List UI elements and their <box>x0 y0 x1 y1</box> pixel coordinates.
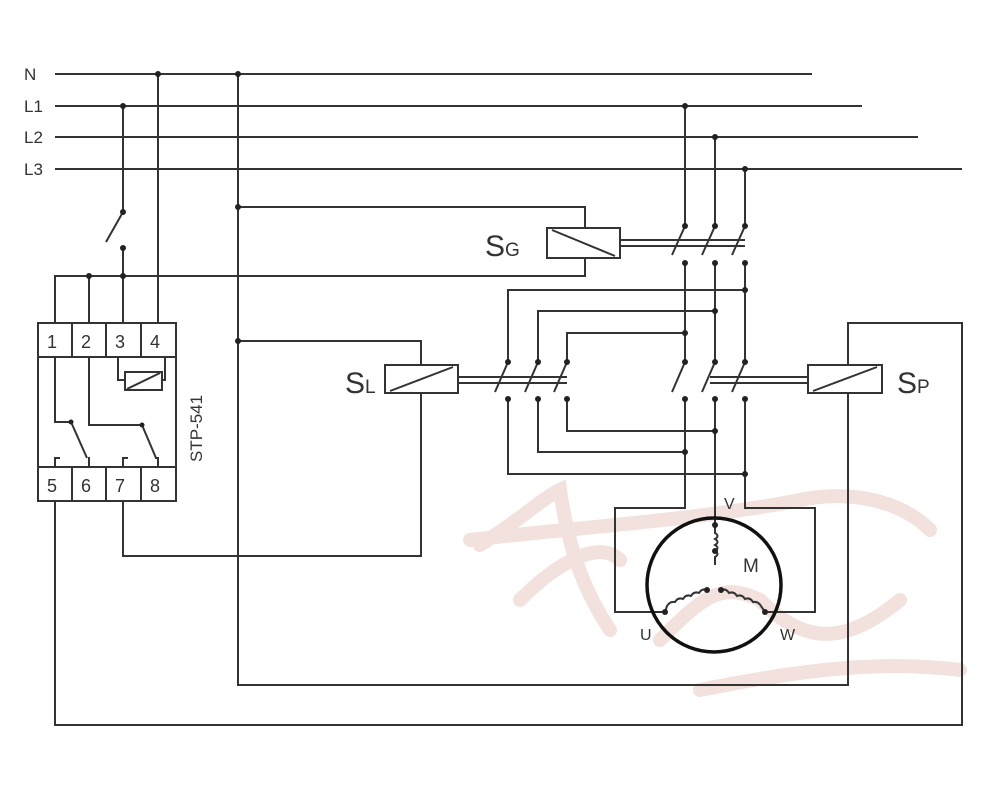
junction-dot <box>662 609 668 615</box>
line-label-l1: L1 <box>24 97 43 116</box>
junction-dot <box>682 260 688 266</box>
junction-dot <box>712 428 718 434</box>
contactor-sl <box>384 361 568 394</box>
junction-dot <box>712 223 718 229</box>
junction-dot <box>742 471 748 477</box>
motor-label: M <box>743 556 759 577</box>
terminal-6: 6 <box>81 476 91 496</box>
terminal-5: 5 <box>47 476 57 496</box>
line-label-n: N <box>24 65 36 84</box>
stp-541-relay <box>37 322 177 502</box>
terminal-1: 1 <box>47 332 57 352</box>
junction-dot <box>505 396 511 402</box>
junction-dot <box>712 548 718 554</box>
junction-dot <box>712 359 718 365</box>
junction-dot <box>120 209 126 215</box>
junction-dot <box>682 223 688 229</box>
supply-lines <box>55 73 962 170</box>
junction-dots <box>86 71 768 615</box>
junction-dot <box>712 134 718 140</box>
junction-dot <box>682 449 688 455</box>
junction-dot <box>120 245 126 251</box>
junction-dot <box>564 359 570 365</box>
junction-dot <box>120 103 126 109</box>
line-label-l2: L2 <box>24 128 43 147</box>
junction-dot <box>742 223 748 229</box>
junction-dot <box>682 396 688 402</box>
junction-dot <box>564 396 570 402</box>
motor-terminal-w: W <box>780 627 796 644</box>
junction-dot <box>712 260 718 266</box>
junction-dot <box>742 260 748 266</box>
motor <box>645 516 783 654</box>
junction-dot <box>86 273 92 279</box>
control-wiring <box>54 74 963 726</box>
junction-dot <box>742 396 748 402</box>
junction-dot <box>712 522 718 528</box>
junction-dot <box>505 359 511 365</box>
junction-dot <box>712 396 718 402</box>
device-model-label: STP-541 <box>187 395 206 462</box>
terminal-2: 2 <box>81 332 91 352</box>
junction-dot <box>155 71 161 77</box>
motor-terminal-v: V <box>724 496 735 513</box>
junction-dot <box>712 308 718 314</box>
watermark-logo <box>463 479 967 697</box>
phase-crossovers <box>507 289 745 475</box>
junction-dot <box>235 338 241 344</box>
sl-label: SL <box>345 367 376 400</box>
junction-dot <box>742 287 748 293</box>
junction-dot <box>718 587 724 593</box>
control-switch <box>105 211 124 243</box>
terminal-8: 8 <box>150 476 160 496</box>
junction-dot <box>682 330 688 336</box>
junction-dot <box>762 609 768 615</box>
terminal-7: 7 <box>115 476 125 496</box>
line-label-l3: L3 <box>24 160 43 179</box>
motor-terminal-u: U <box>640 627 652 644</box>
junction-dot <box>742 359 748 365</box>
contactor-sg <box>546 106 746 362</box>
junction-dot <box>704 587 710 593</box>
junction-dot <box>682 359 688 365</box>
terminal-4: 4 <box>150 332 160 352</box>
contactor-sp <box>614 361 883 613</box>
junction-dot <box>535 396 541 402</box>
sg-label: SG <box>485 230 520 263</box>
junction-dot <box>235 204 241 210</box>
terminal-3: 3 <box>115 332 125 352</box>
junction-dot <box>742 166 748 172</box>
junction-dot <box>120 273 126 279</box>
junction-dot <box>235 71 241 77</box>
sp-label: SP <box>897 367 930 400</box>
junction-dot <box>682 103 688 109</box>
junction-dot <box>535 359 541 365</box>
